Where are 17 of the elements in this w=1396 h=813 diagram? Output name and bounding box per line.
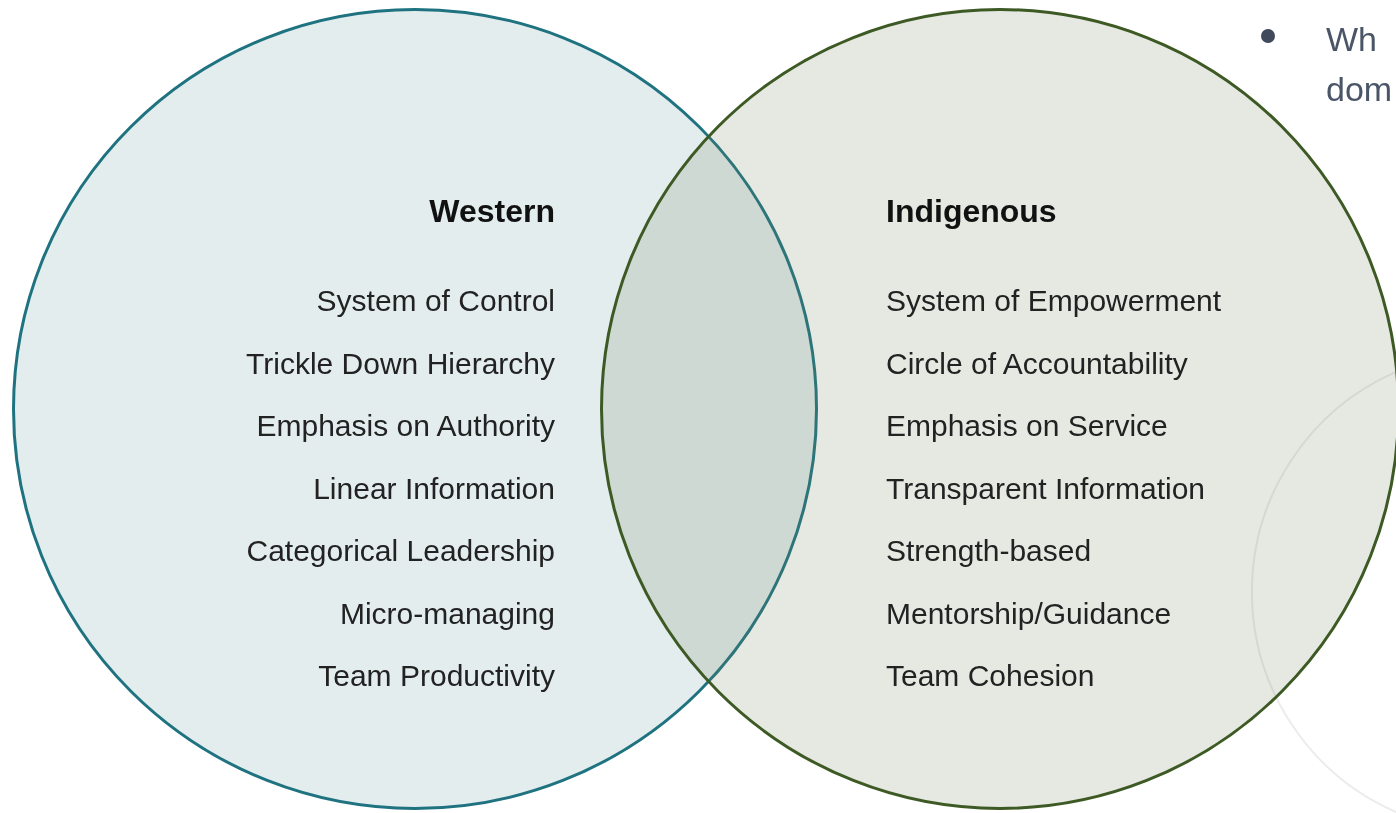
list-item: Emphasis on Service [886, 408, 1168, 444]
list-item: Mentorship/Guidance [886, 596, 1172, 632]
circle-heading: Indigenous [886, 193, 1057, 229]
list-item: Linear Information [313, 471, 555, 507]
list-item: System of Empowerment [886, 283, 1222, 319]
list-item: Transparent Information [886, 471, 1206, 507]
list-item: Emphasis on Authority [256, 408, 555, 444]
list-item: Micro-managing [339, 596, 555, 632]
list-item: Team Productivity [318, 658, 555, 694]
bullet-text: Wh dom [1326, 19, 1394, 110]
list-item: Trickle Down Hierarchy [246, 346, 555, 382]
list-item: Strength-based [886, 533, 1092, 569]
list-item: Team Cohesion [886, 658, 1095, 694]
list-item: System of Control [316, 283, 555, 319]
list-item: Circle of Accountability [886, 346, 1188, 382]
list-item: Categorical Leadership [246, 533, 555, 569]
circle-heading: Western [429, 193, 555, 229]
